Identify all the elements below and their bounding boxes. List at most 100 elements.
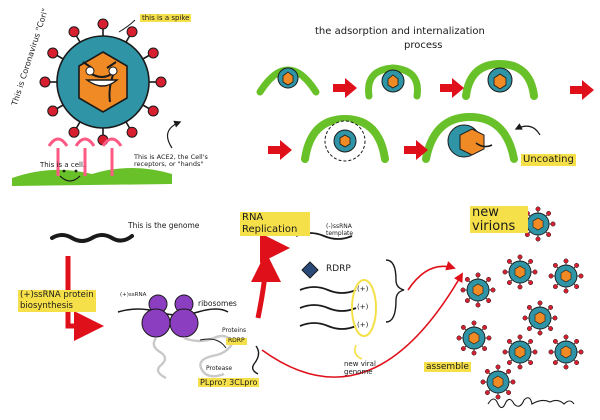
to-replication-arrow [250, 252, 281, 319]
virion-spike-head [548, 326, 554, 332]
virion-spike-head [460, 324, 466, 330]
virion-spike-head [526, 326, 532, 332]
assemble-arrow [261, 272, 463, 378]
protease-names-label: PLpro? 3CLpro [198, 378, 260, 388]
virion-spike-head [506, 360, 512, 366]
virion-spike-head [460, 346, 466, 352]
virion-spike-head [486, 276, 492, 282]
block-arrow [268, 140, 292, 160]
spike-head [68, 126, 80, 138]
virion-spike-head [517, 284, 523, 290]
virion-spike-head [535, 236, 541, 242]
spike-head [47, 105, 59, 117]
virus-eye-left [85, 66, 95, 76]
spike-head [126, 126, 138, 138]
virion-spike-head [574, 284, 580, 290]
virion-spike-head [548, 304, 554, 310]
virion-capsid [560, 345, 572, 359]
genome-label: This is the genome [128, 221, 200, 230]
spike-head [126, 26, 138, 38]
virion-capsid [532, 217, 544, 231]
plus-label-3: (+) [357, 321, 369, 329]
virion-capsid [514, 265, 526, 279]
cell-eye [74, 169, 78, 173]
new-genome-label: new viral genome [344, 360, 376, 377]
virion-spike-head [578, 349, 584, 355]
virion-capsid [468, 331, 480, 345]
uncoating-label: Uncoating [521, 154, 576, 166]
cell-smile [59, 175, 81, 182]
virion-spike-head [552, 338, 558, 344]
virion-capsid [534, 311, 546, 325]
plus-strand-highlight [351, 279, 377, 337]
virion-spike-head [510, 379, 516, 385]
virion-spike-head [484, 368, 490, 374]
virion-spike-head [546, 210, 552, 216]
virion-spike-head [552, 360, 558, 366]
cell-label: This is a cell. [40, 161, 86, 169]
virion-spike-head [537, 330, 543, 336]
virion-spike-head [464, 298, 470, 304]
new-virion [548, 334, 584, 370]
proteins-label: Proteins [222, 327, 247, 334]
virion-spike-head [546, 232, 552, 238]
virion-spike-head [578, 273, 584, 279]
new-virion [502, 254, 538, 290]
new-virion [502, 334, 538, 370]
stage-vesicle [301, 114, 389, 163]
virion-spike-head [563, 364, 569, 370]
virion-spike-head [471, 350, 477, 356]
virus-grin [84, 79, 119, 87]
virion-spike-head [506, 280, 512, 286]
assemble-label: assemble [424, 362, 471, 373]
virion-spike-head [528, 338, 534, 344]
spike-head [147, 47, 159, 59]
ace2-receptors [47, 137, 123, 176]
receptor-cup [47, 137, 69, 147]
stage-pocket [462, 59, 538, 100]
virion-spike-head [482, 324, 488, 330]
genome-pointer [354, 344, 363, 360]
cell-membrane [12, 168, 172, 186]
virion-spike-head [517, 364, 523, 370]
virion-spike-head [528, 360, 534, 366]
ssrna-small-label: (+)ssRNA [120, 292, 147, 298]
adsorption-stages [256, 59, 594, 163]
rdrp-big-label: RDRP [326, 264, 351, 274]
bracket [385, 259, 405, 323]
virion-spike-head [471, 320, 477, 326]
spike-label: this is a spike [140, 14, 192, 23]
new-virion [548, 258, 584, 294]
plus-label-2: (+) [357, 303, 369, 311]
virion-spike-head [495, 394, 501, 400]
spike-head [68, 26, 80, 38]
new-virion [480, 364, 516, 400]
process-title-line2: process [404, 40, 443, 51]
block-arrow [333, 78, 357, 98]
ribosome-complex [117, 294, 234, 380]
virion-capsid [492, 375, 504, 389]
virion-spike-head [517, 254, 523, 260]
rna-replication-label: RNA Replication [240, 212, 310, 236]
virion-spike-head [456, 335, 462, 341]
virion-spike-head [475, 272, 481, 278]
virion-spike-head [486, 335, 492, 341]
virion-capsid [472, 283, 484, 297]
virion-spike-head [502, 269, 508, 275]
virion-capsid [560, 269, 572, 283]
stage-uncoat [422, 112, 518, 163]
protein-pointer [199, 338, 227, 349]
negative-template-label: (-)ssRNA template [326, 223, 354, 237]
virion-spike-head [526, 304, 532, 310]
spike-pointer [118, 19, 136, 33]
ribosome-large [141, 308, 171, 338]
receptor-pointer [166, 120, 182, 149]
virus-eye-right [108, 66, 118, 76]
spike-head [47, 47, 59, 59]
virion-spike-head [460, 287, 466, 293]
virion-spike-head [532, 349, 538, 355]
virion-spike-head [552, 284, 558, 290]
ribosomes-label: ribosomes [198, 299, 237, 308]
stage-engulf [365, 64, 421, 100]
